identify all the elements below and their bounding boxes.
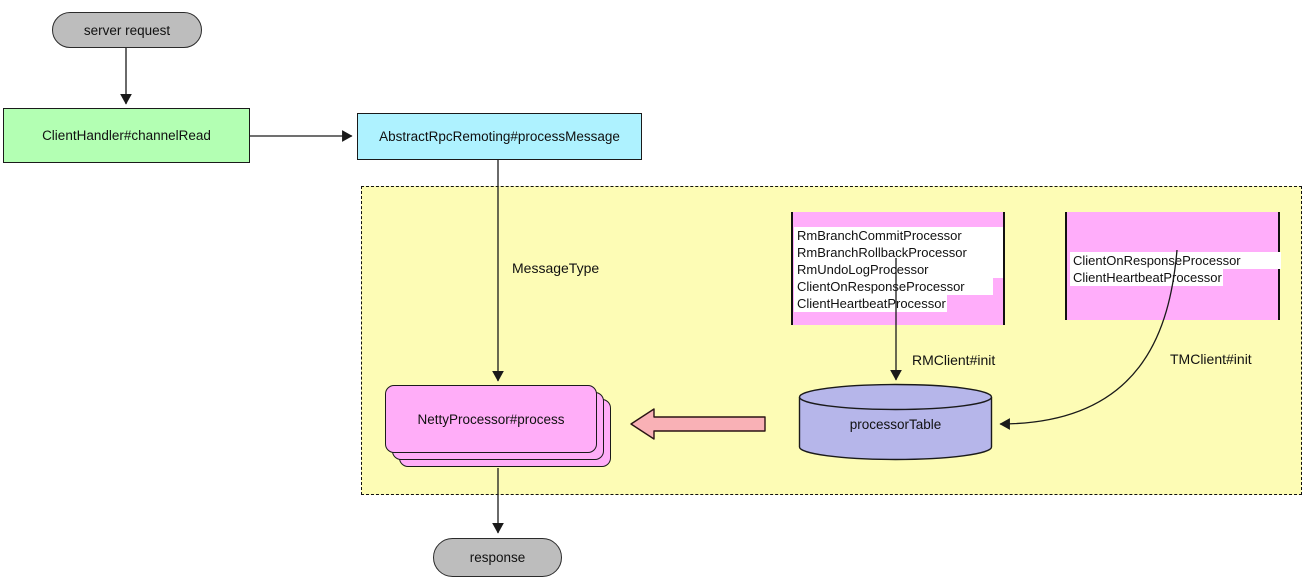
abstract-rpc-remoting-node: AbstractRpcRemoting#processMessage (357, 113, 642, 160)
list-item: ClientOnResponseProcessor (1070, 252, 1281, 269)
netty-processor-node: NettyProcessor#process (385, 385, 597, 453)
tm-processor-list: ClientOnResponseProcessor ClientHeartbea… (1070, 252, 1281, 286)
list-item: ClientHeartbeatProcessor (794, 295, 947, 312)
rm-processor-list: RmBranchCommitProcessor RmBranchRollback… (794, 227, 1003, 312)
netty-processor-label: NettyProcessor#process (417, 411, 565, 427)
abstract-rpc-remoting-label: AbstractRpcRemoting#processMessage (379, 129, 620, 144)
processor-table-node: processorTable (798, 383, 993, 461)
rm-client-init-edge-label: RMClient#init (912, 352, 996, 368)
list-item: ClientOnResponseProcessor (794, 278, 993, 295)
list-item: RmBranchRollbackProcessor (794, 244, 1003, 261)
client-handler-label: ClientHandler#channelRead (42, 128, 211, 143)
response-node: response (433, 538, 562, 577)
tm-processor-list-box: ClientOnResponseProcessor ClientHeartbea… (1065, 212, 1281, 320)
client-handler-node: ClientHandler#channelRead (3, 108, 250, 163)
response-label: response (469, 550, 526, 565)
list-item: RmUndoLogProcessor (794, 261, 1003, 278)
list-item: RmBranchCommitProcessor (794, 227, 1003, 244)
rm-processor-list-box: RmBranchCommitProcessor RmBranchRollback… (791, 212, 1005, 325)
cylinder-shape (798, 383, 993, 461)
message-type-edge-label: MessageType (512, 260, 600, 276)
tm-client-init-edge-label: TMClient#init (1170, 351, 1252, 367)
processor-table-label: processorTable (849, 417, 942, 432)
server-request-node: server request (52, 12, 202, 48)
server-request-label: server request (83, 22, 171, 38)
list-item: ClientHeartbeatProcessor (1070, 269, 1223, 286)
